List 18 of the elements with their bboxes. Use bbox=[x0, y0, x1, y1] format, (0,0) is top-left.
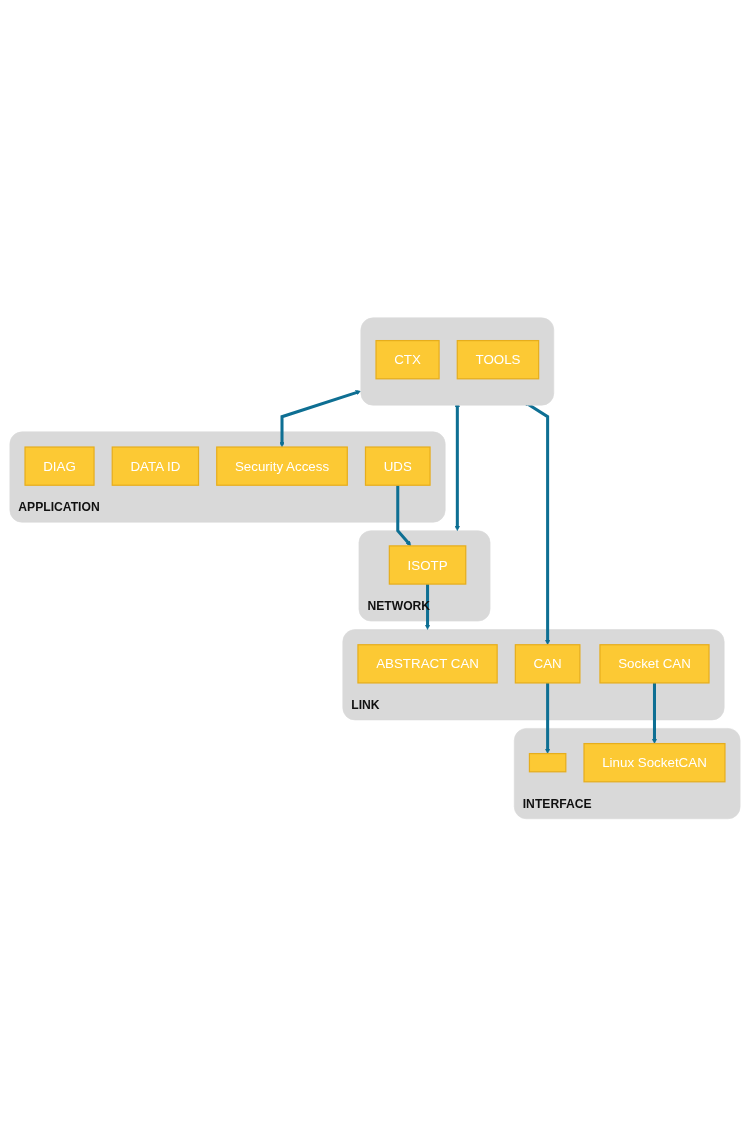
node-box bbox=[528, 752, 567, 773]
cluster bbox=[360, 317, 555, 406]
node-box: Security Access bbox=[216, 446, 348, 486]
node-box: Linux SocketCAN bbox=[583, 742, 726, 783]
node-box: ABSTRACT CAN bbox=[357, 643, 498, 684]
node-box: DATA ID bbox=[111, 446, 200, 486]
arrow bbox=[396, 484, 412, 546]
node-box: DIAG bbox=[24, 446, 95, 486]
node-box: ISOTP bbox=[388, 544, 467, 585]
arrow bbox=[279, 389, 361, 447]
node-box: CAN bbox=[514, 643, 581, 684]
arrow bbox=[424, 583, 431, 630]
node-box: UDS bbox=[364, 446, 431, 486]
arrow bbox=[544, 682, 551, 754]
node-box: Socket CAN bbox=[599, 643, 710, 684]
arrow bbox=[651, 682, 658, 744]
node-box: TOOLS bbox=[456, 339, 540, 380]
node-box: CTX bbox=[375, 339, 440, 380]
